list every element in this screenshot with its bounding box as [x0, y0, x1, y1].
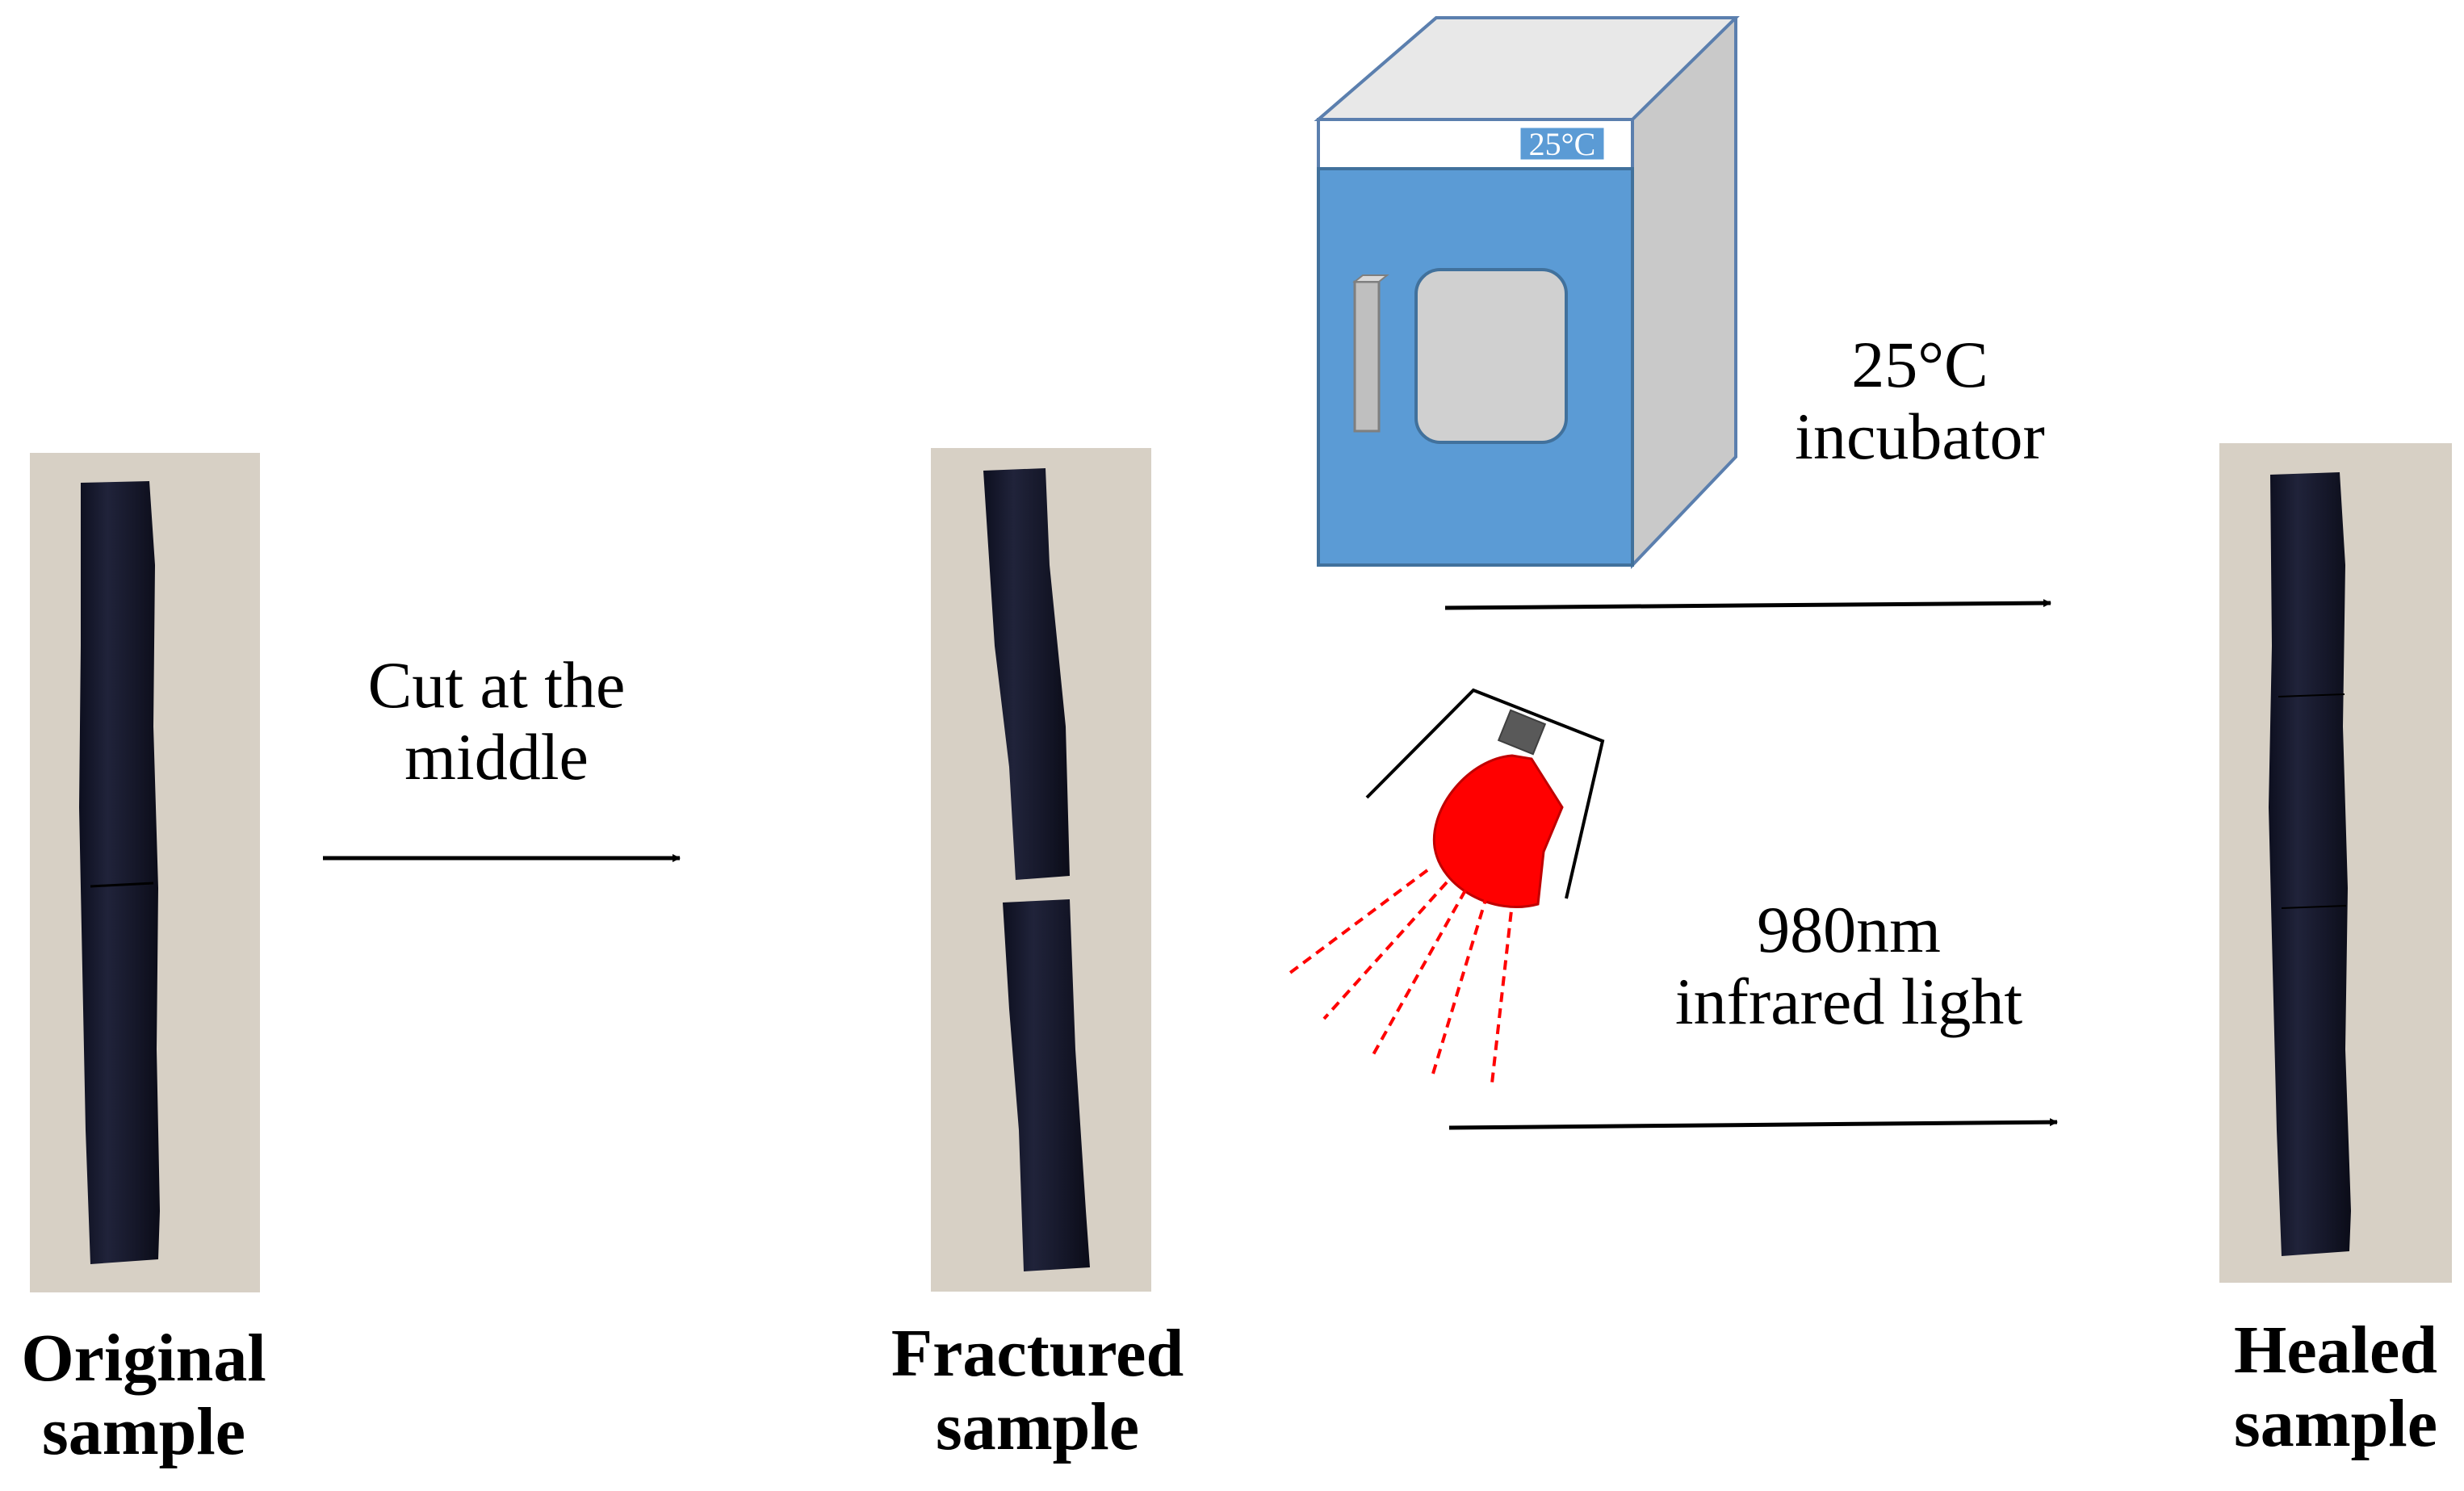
cut-step-label-line2: middle — [404, 719, 589, 794]
fractured-sample-label-line1: Fractured — [890, 1316, 1184, 1391]
infrared-light-rays — [1289, 869, 1515, 1084]
healed-sample-label-line1: Healed — [2234, 1313, 2437, 1388]
incubator-handle — [1353, 280, 1381, 433]
infrared-arrow — [1448, 1118, 2058, 1130]
infrared-lamp-icon — [1365, 688, 1605, 908]
original-sample-label-line1: Original — [21, 1321, 266, 1396]
original-sample-label-line2: sample — [42, 1393, 245, 1469]
infrared-step-label-line2: infrared light — [1674, 964, 2023, 1038]
incubator-icon — [1314, 16, 1740, 569]
healed-sample-label: Healed sample — [2210, 1313, 2461, 1461]
incubator-temperature-display — [1518, 125, 1607, 162]
healed-sample-label-line2: sample — [2234, 1385, 2437, 1461]
fractured-sample-label: Fractured sample — [876, 1317, 1199, 1464]
incubator-window — [1414, 268, 1568, 444]
fractured-sample-photo — [931, 448, 1151, 1292]
incubator-arrow — [1444, 599, 2051, 610]
fractured-sample-label-line2: sample — [936, 1388, 1139, 1464]
cut-step-label-line1: Cut at the — [367, 648, 626, 722]
cut-step-label: Cut at the middle — [323, 648, 670, 794]
infrared-step-label-line1: 980nm — [1757, 893, 1941, 966]
incubator-step-label: 25°C incubator — [1758, 329, 2081, 472]
incubator-step-label-line2: incubator — [1795, 399, 2045, 473]
original-sample-photo — [30, 453, 260, 1292]
original-sample-label: Original sample — [6, 1321, 281, 1469]
incubator-step-label-line1: 25°C — [1851, 328, 1988, 401]
healed-sample-photo — [2219, 443, 2452, 1283]
incubator-display-text: 25°C — [1529, 126, 1596, 162]
infrared-step-label: 980nm infrared light — [1623, 894, 2075, 1037]
